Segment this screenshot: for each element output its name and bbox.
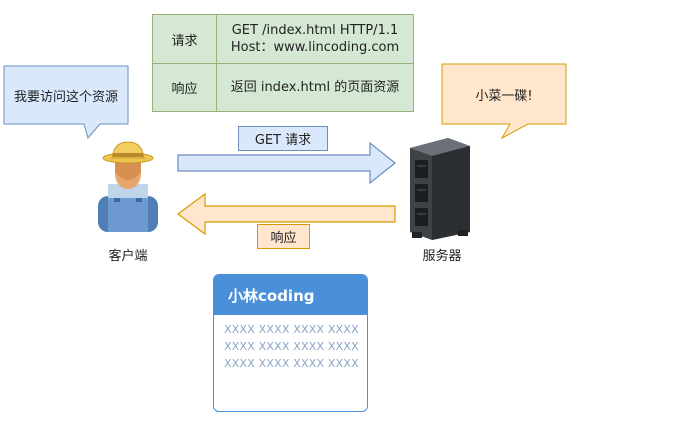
client-callout: 我要访问这个资源 [13, 89, 118, 105]
response-value: 返回 index.html 的页面资源 [230, 79, 400, 95]
server-caption: 服务器 [422, 249, 462, 264]
server-callout: 小菜一碟! [475, 88, 533, 104]
request-row: 请求 GET /index.html HTTP/1.1 Host：www.lin… [153, 15, 413, 64]
response-arrow-label: 响应 [257, 224, 310, 249]
server-rack-icon [410, 138, 470, 240]
response-row: 响应 返回 index.html 的页面资源 [153, 63, 413, 111]
request-value: GET /index.html HTTP/1.1 Host：www.lincod… [217, 15, 413, 63]
request-line-2: Host：www.lincoding.com [230, 40, 400, 55]
card-line: XXXX XXXX XXXX XXXX [224, 340, 359, 353]
card-line: XXXX XXXX XXXX XXXX [224, 357, 359, 370]
client-caption: 客户端 [108, 249, 148, 264]
server-callout-shape [441, 63, 567, 140]
response-arrow [176, 192, 396, 236]
card-title: 小林coding [214, 275, 367, 315]
response-label: 响应 [153, 63, 217, 111]
request-line-1: GET /index.html HTTP/1.1 [231, 23, 399, 38]
page-card: 小林coding XXXX XXXX XXXX XXXX XXXX XXXX X… [213, 274, 368, 412]
farmer-person-icon [98, 141, 158, 232]
client-callout-shape [3, 65, 129, 140]
request-arrow [177, 141, 396, 185]
http-table: 请求 GET /index.html HTTP/1.1 Host：www.lin… [152, 14, 414, 112]
get-request-label: GET 请求 [238, 126, 328, 151]
card-line: XXXX XXXX XXXX XXXX [224, 323, 359, 336]
request-label: 请求 [153, 15, 217, 63]
